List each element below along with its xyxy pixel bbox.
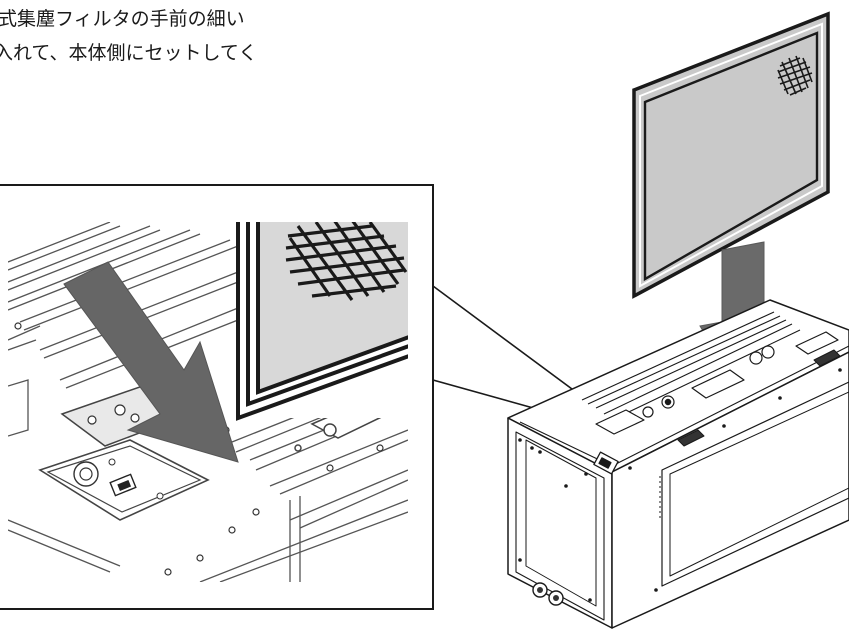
filter-mesh-icon [777, 55, 813, 96]
instruction-line-2: 入れて、本体側にセットしてく [0, 42, 258, 64]
filter-panel [632, 11, 830, 299]
unit-body [507, 299, 849, 629]
zoom-filter-corner [236, 222, 408, 421]
instruction-text: 式集塵フィルタの手前の細い 入れて、本体側にセットしてく [0, 0, 400, 70]
zoom-insert-arrow [63, 261, 239, 463]
zoom-switch-plate [38, 439, 210, 521]
zoom-detail-box [0, 184, 434, 610]
unit-top-rails [519, 311, 849, 467]
zoom-filter-mesh-icon [285, 222, 408, 301]
zoom-detail-content [8, 222, 408, 582]
unit-rivets [518, 368, 842, 602]
instruction-line-1: 式集塵フィルタの手前の細い [0, 8, 245, 30]
